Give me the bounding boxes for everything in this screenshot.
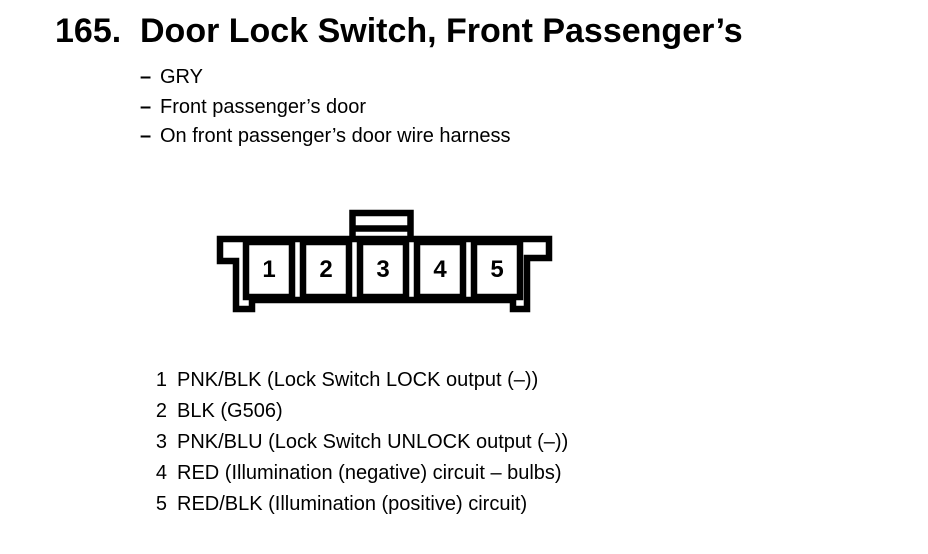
cavity-5 xyxy=(470,238,524,301)
dash-bullet: – xyxy=(140,66,152,88)
pin-number: 4 xyxy=(155,462,167,484)
entry-number: 165. xyxy=(55,12,122,50)
page-title: Door Lock Switch, Front Passenger’s xyxy=(140,12,743,50)
cavity-number-3: 3 xyxy=(376,256,389,283)
pin-row: 4 RED (Illumination (negative) circuit –… xyxy=(153,458,568,489)
cavity-number-5: 5 xyxy=(490,256,503,283)
pin-row: 5 RED/BLK (Illumination (positive) circu… xyxy=(153,489,568,520)
attribute-harness: On front passenger’s door wire harness xyxy=(160,125,511,147)
pin-row: 2 BLK (G506) xyxy=(153,396,568,427)
pin-description: RED (Illumination (negative) circuit – b… xyxy=(177,462,562,484)
connector-diagram: 1 2 3 4 5 xyxy=(216,209,553,313)
cavity-number-1: 1 xyxy=(262,256,275,283)
cavity-1 xyxy=(242,238,296,301)
cavity-4 xyxy=(413,238,467,301)
page-title-row: 165. Door Lock Switch, Front Passenger’s xyxy=(55,12,743,51)
attribute-line: – GRY xyxy=(140,63,511,93)
cavity-number-2: 2 xyxy=(319,256,332,283)
pin-description: PNK/BLU (Lock Switch UNLOCK output (–)) xyxy=(177,431,569,453)
pin-row: 1 PNK/BLK (Lock Switch LOCK output (–)) xyxy=(153,365,568,396)
attribute-color: GRY xyxy=(160,66,203,88)
cavity-2 xyxy=(299,238,353,301)
pin-row: 3 PNK/BLU (Lock Switch UNLOCK output (–)… xyxy=(153,427,568,458)
pin-number: 1 xyxy=(155,369,167,391)
cavity-3 xyxy=(356,238,410,301)
pin-description: RED/BLK (Illumination (positive) circuit… xyxy=(177,493,528,515)
cavity-number-4: 4 xyxy=(433,256,447,283)
pin-description: PNK/BLK (Lock Switch LOCK output (–)) xyxy=(177,369,539,391)
dash-bullet: – xyxy=(140,95,152,118)
pin-list: 1 PNK/BLK (Lock Switch LOCK output (–)) … xyxy=(153,365,568,520)
attribute-line: – On front passenger’s door wire harness xyxy=(140,122,511,152)
pin-number: 5 xyxy=(155,493,167,515)
attribute-line: – Front passenger’s door xyxy=(140,93,511,123)
pin-number: 2 xyxy=(155,400,167,422)
pin-description: BLK (G506) xyxy=(177,400,283,422)
connector-attributes: – GRY – Front passenger’s door – On fron… xyxy=(140,63,511,152)
pin-number: 3 xyxy=(155,431,167,453)
attribute-location: Front passenger’s door xyxy=(160,95,367,118)
dash-bullet: – xyxy=(140,125,152,147)
